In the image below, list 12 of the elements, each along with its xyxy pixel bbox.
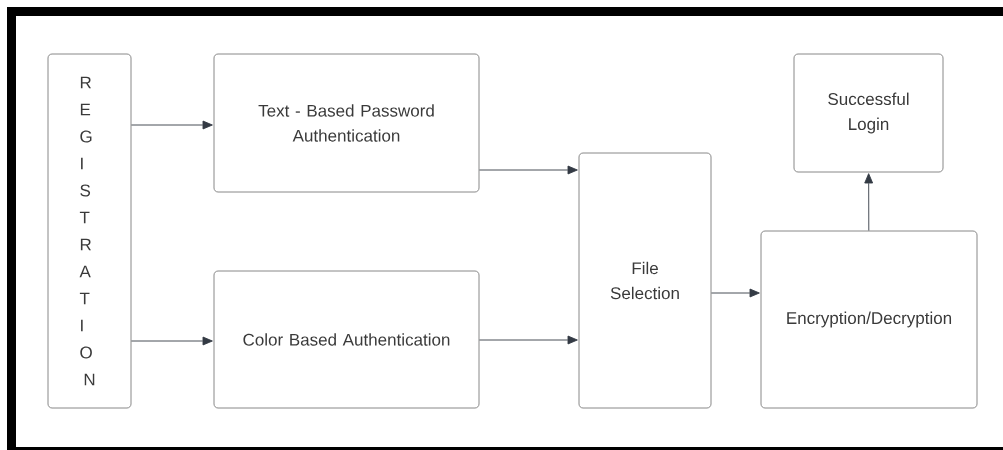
arrow — [711, 288, 760, 298]
arrow — [864, 173, 874, 231]
arrow — [479, 335, 578, 345]
process-box: Color Based Authentication — [213, 270, 480, 409]
process-box: Encryption/Decryption — [760, 230, 978, 409]
process-box: File Selection — [578, 152, 712, 409]
arrow — [131, 120, 213, 130]
vertical-text-box: REGISTRATION — [47, 53, 132, 409]
arrow — [479, 165, 578, 175]
process-box: Successful Login — [793, 53, 944, 173]
arrow — [131, 336, 213, 346]
process-box: Text - Based Password Authentication — [213, 53, 480, 193]
